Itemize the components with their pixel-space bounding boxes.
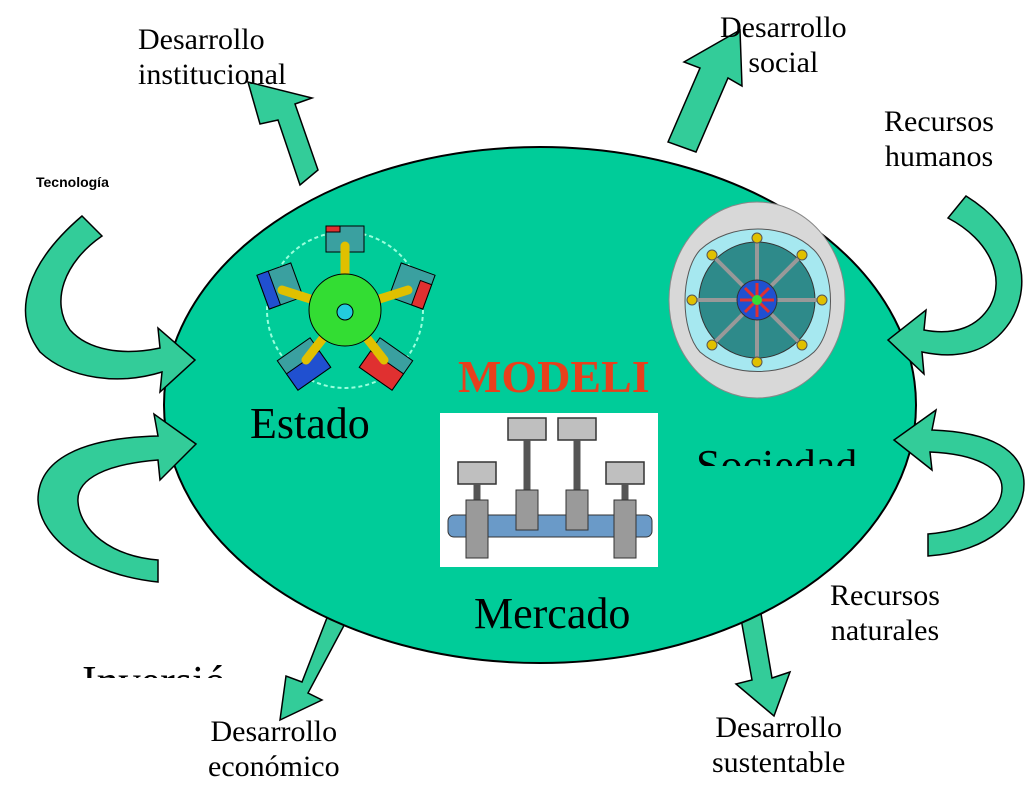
label-sociedad: Sociedad xyxy=(696,441,858,466)
arrow-recursos-naturales xyxy=(892,408,1025,557)
label-recursos-humanos: Recursos humanos xyxy=(884,105,994,174)
arrow-desarrollo-institucional xyxy=(246,80,319,187)
label-inversion-clip: Inversión xyxy=(82,656,222,678)
label-desarrollo-institucional: Desarrollo institucional xyxy=(138,23,287,92)
sociedad-engine-icon xyxy=(668,201,846,399)
arrow-recursos-humanos xyxy=(886,195,1023,376)
arrow-inversion xyxy=(37,412,198,583)
label-sociedad-clip: Sociedad xyxy=(696,440,876,466)
label-estado: Estado xyxy=(250,399,370,448)
arrow-tecnologia xyxy=(24,214,197,394)
label-desarrollo-sustentable: Desarrollo sustentable xyxy=(712,711,846,780)
label-inversion: Inversión xyxy=(82,656,222,678)
label-mercado: Mercado xyxy=(474,589,631,638)
label-tecnologia: Tecnología xyxy=(36,174,109,190)
label-desarrollo-social: Desarrollo social xyxy=(720,11,847,80)
center-title: MODELI xyxy=(458,351,650,402)
mercado-engine-icon xyxy=(440,413,658,567)
arrow-desarrollo-social xyxy=(666,28,743,153)
arrow-desarrollo-economico xyxy=(279,608,350,722)
label-desarrollo-economico: Desarrollo económico xyxy=(208,715,340,784)
estado-engine-icon xyxy=(256,225,436,391)
label-recursos-naturales: Recursos naturales xyxy=(830,579,940,648)
